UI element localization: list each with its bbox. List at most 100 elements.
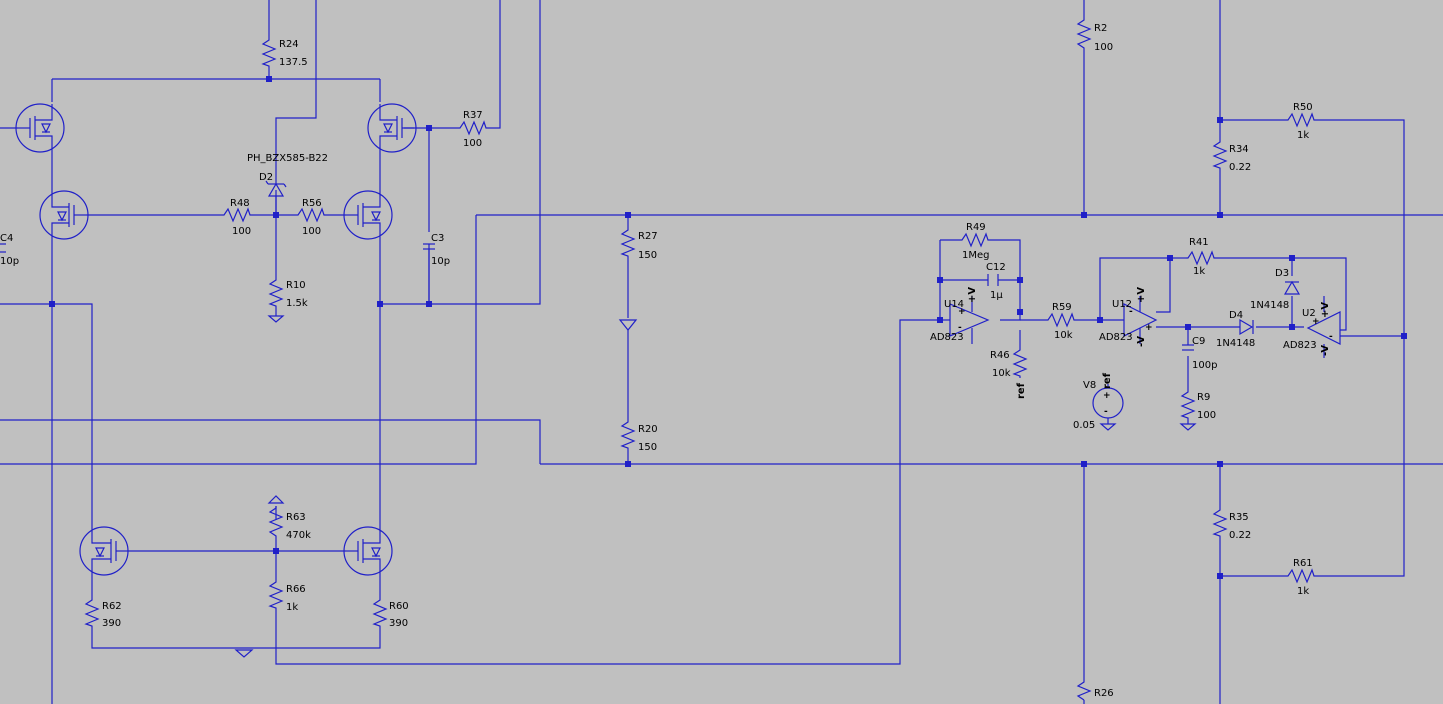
r10-label: R10 bbox=[286, 280, 306, 291]
resistor-r66[interactable]: R66 1k bbox=[268, 580, 306, 613]
mosfet-q2[interactable] bbox=[39, 190, 89, 240]
r24-value: 137.5 bbox=[279, 57, 308, 68]
u2-label: U2 bbox=[1302, 308, 1316, 319]
resistor-r9[interactable]: R9 100 bbox=[1179, 390, 1216, 431]
resistor-r24[interactable]: R24 137.5 bbox=[261, 38, 308, 68]
capacitor-c9[interactable]: C9 100p bbox=[1182, 336, 1217, 371]
resistor-r62[interactable]: R62 390 bbox=[84, 598, 122, 629]
u12-pos-supply: +V bbox=[1136, 287, 1147, 303]
c9-label: C9 bbox=[1192, 336, 1205, 347]
c3-label: C3 bbox=[431, 233, 444, 244]
resistor-r46[interactable]: R46 10k ref bbox=[990, 348, 1028, 399]
u2-neg-supply: -V bbox=[1320, 345, 1331, 356]
svg-text:-: - bbox=[1129, 307, 1133, 317]
resistor-r56[interactable]: R56 100 bbox=[296, 198, 326, 237]
r20-value: 150 bbox=[638, 442, 657, 453]
c4-value: 10p bbox=[0, 256, 19, 267]
r59-label: R59 bbox=[1052, 302, 1072, 313]
r61-label: R61 bbox=[1293, 558, 1313, 569]
r56-label: R56 bbox=[302, 198, 322, 209]
r2-value: 100 bbox=[1094, 42, 1113, 53]
capacitor-c3[interactable]: C3 10p bbox=[423, 233, 450, 304]
r20-label: R20 bbox=[638, 424, 658, 435]
r35-value: 0.22 bbox=[1229, 530, 1251, 541]
r27-value: 150 bbox=[638, 250, 657, 261]
r49-label: R49 bbox=[966, 222, 986, 233]
resistor-r2[interactable]: R2 100 bbox=[1076, 18, 1113, 53]
r62-label: R62 bbox=[102, 601, 122, 612]
mosfet-q4[interactable] bbox=[343, 190, 393, 240]
r46-ref-net: ref bbox=[1016, 382, 1027, 399]
supply-flag-icon bbox=[267, 495, 285, 504]
resistor-r50[interactable]: R50 1k bbox=[1286, 102, 1316, 141]
resistor-r35[interactable]: R35 0.22 bbox=[1212, 508, 1251, 541]
r24-label: R24 bbox=[279, 39, 299, 50]
u2-value: AD823 bbox=[1283, 340, 1317, 351]
r46-value: 10k bbox=[992, 368, 1011, 379]
svg-text:-: - bbox=[958, 323, 962, 333]
r49-value: 1Meg bbox=[962, 250, 990, 261]
svg-text:+: + bbox=[1103, 391, 1111, 401]
r56-value: 100 bbox=[302, 226, 321, 237]
mosfet-q3[interactable] bbox=[367, 103, 417, 153]
mosfet-q5[interactable] bbox=[79, 526, 129, 576]
u14-label: U14 bbox=[944, 299, 964, 310]
resistor-r26[interactable]: R26 bbox=[1076, 680, 1114, 701]
resistor-r34[interactable]: R34 0.22 bbox=[1212, 140, 1251, 173]
d3-value: 1N4148 bbox=[1250, 300, 1289, 311]
svg-text:+: + bbox=[958, 307, 966, 317]
d4-label: D4 bbox=[1229, 310, 1243, 321]
r37-label: R37 bbox=[463, 110, 483, 121]
u12-label: U12 bbox=[1112, 299, 1132, 310]
ground-flag-icon bbox=[618, 319, 638, 331]
resistor-r49[interactable]: R49 1Meg bbox=[960, 222, 990, 261]
svg-text:-: - bbox=[1329, 332, 1333, 342]
v8-value: 0.05 bbox=[1073, 420, 1095, 431]
resistor-r10[interactable]: R10 1.5k bbox=[267, 278, 308, 323]
r66-value: 1k bbox=[286, 602, 298, 613]
r59-value: 10k bbox=[1054, 330, 1073, 341]
voltage-source-v8[interactable]: + - ref V8 0.05 bbox=[1073, 372, 1124, 431]
r60-label: R60 bbox=[389, 601, 409, 612]
capacitor-c4[interactable]: C4 10p bbox=[0, 233, 19, 267]
resistor-r27[interactable]: R27 150 bbox=[620, 228, 658, 261]
r62-value: 390 bbox=[102, 618, 121, 629]
resistor-r63[interactable]: R63 470k bbox=[267, 495, 311, 541]
c4-label: C4 bbox=[0, 233, 13, 244]
r60-value: 390 bbox=[389, 618, 408, 629]
opamp-u12[interactable]: - + +V -V U12 AD823 bbox=[1099, 287, 1158, 347]
resistor-r37[interactable]: R37 100 bbox=[458, 110, 488, 149]
u12-neg-supply: -V bbox=[1136, 336, 1147, 347]
r37-value: 100 bbox=[463, 138, 482, 149]
u2-pos-supply: +V bbox=[1320, 302, 1331, 318]
mosfet-q1[interactable] bbox=[15, 103, 65, 153]
resistor-r61[interactable]: R61 1k bbox=[1286, 558, 1316, 597]
resistor-r20[interactable]: R20 150 bbox=[620, 420, 658, 453]
resistor-r48[interactable]: R48 100 bbox=[222, 198, 252, 237]
opamp-u14[interactable]: + - +V U14 AD823 bbox=[930, 287, 990, 344]
mosfet-q6[interactable] bbox=[343, 526, 393, 576]
zener-d2[interactable]: PH_BZX585-B22 D2 bbox=[247, 153, 328, 212]
r50-label: R50 bbox=[1293, 102, 1313, 113]
opamp-u2[interactable]: + - +V -V U2 AD823 bbox=[1283, 296, 1341, 358]
r35-label: R35 bbox=[1229, 512, 1249, 523]
r61-value: 1k bbox=[1297, 586, 1309, 597]
diode-d4[interactable]: D4 1N4148 bbox=[1216, 310, 1255, 349]
u12-value: AD823 bbox=[1099, 332, 1133, 343]
resistor-r59[interactable]: R59 10k bbox=[1046, 302, 1076, 341]
diode-d3[interactable]: D3 1N4148 bbox=[1250, 268, 1301, 311]
resistor-r41[interactable]: R41 1k bbox=[1186, 237, 1216, 277]
d3-label: D3 bbox=[1275, 268, 1289, 279]
capacitor-c12[interactable]: C12 1µ bbox=[986, 262, 1006, 301]
svg-text:-: - bbox=[1104, 407, 1108, 417]
ground-icon bbox=[1179, 423, 1197, 431]
c12-label: C12 bbox=[986, 262, 1006, 273]
r48-value: 100 bbox=[232, 226, 251, 237]
ground-icon bbox=[1099, 423, 1117, 431]
u14-value: AD823 bbox=[930, 332, 964, 343]
resistor-r60[interactable]: R60 390 bbox=[372, 598, 409, 629]
ground-flag-icon bbox=[234, 649, 254, 658]
c9-value: 100p bbox=[1192, 360, 1217, 371]
